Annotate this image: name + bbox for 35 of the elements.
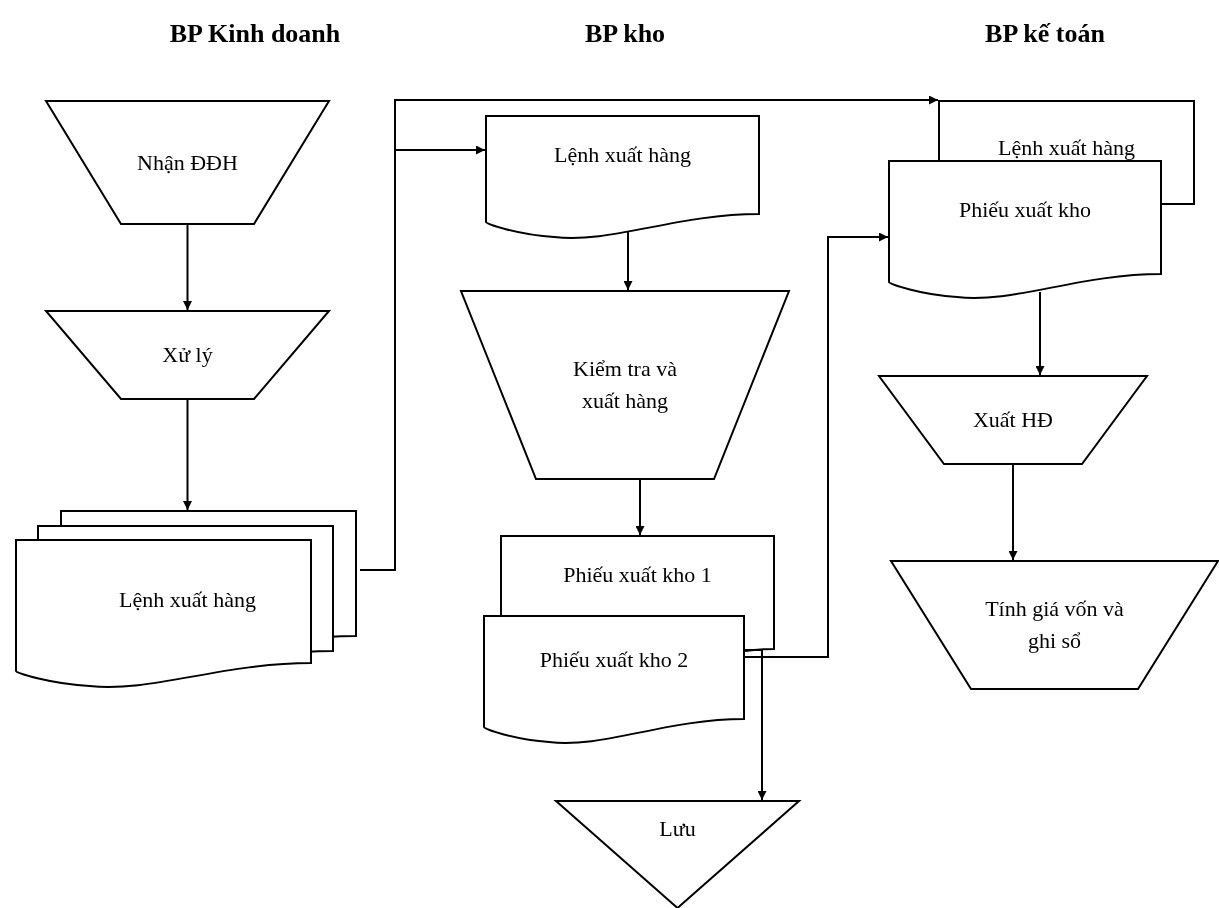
manual-operation-shape bbox=[45, 310, 330, 400]
arrow bbox=[623, 231, 633, 291]
arrow bbox=[1035, 291, 1045, 376]
lane-heading: BP kho bbox=[584, 18, 666, 50]
document-shape bbox=[888, 160, 1162, 300]
node-label: Phiếu xuất kho 1 bbox=[563, 561, 712, 590]
node-label: Lệnh xuất hàng bbox=[119, 586, 256, 615]
manual-operation-shape bbox=[878, 375, 1148, 465]
node-label: Lệnh xuất hàng bbox=[998, 133, 1135, 162]
node-label: Kiểm tra và xuất hàng bbox=[572, 355, 678, 415]
node-label: Phiếu xuất kho 2 bbox=[539, 646, 689, 675]
node-label: Phiếu xuất kho bbox=[959, 196, 1091, 225]
lane-heading: BP kế toán bbox=[985, 18, 1105, 50]
node-label: Lưu bbox=[659, 815, 696, 844]
node-label: Xử lý bbox=[162, 341, 213, 370]
node-label: Nhận ĐĐH bbox=[137, 148, 238, 177]
arrow bbox=[635, 479, 645, 536]
node-label: Tính giá vốn và ghi sổ bbox=[984, 595, 1125, 655]
manual-operation-shape bbox=[45, 100, 330, 225]
node-label: Xuất HĐ bbox=[972, 406, 1053, 435]
manual-operation-shape bbox=[460, 290, 790, 480]
document-shape bbox=[485, 115, 760, 240]
storage-triangle bbox=[555, 800, 800, 908]
manual-operation-shape bbox=[890, 560, 1219, 690]
arrow bbox=[359, 95, 939, 571]
multi-document-shape bbox=[15, 510, 360, 690]
arrow bbox=[183, 399, 192, 511]
lane-heading: BP Kinh doanh bbox=[169, 18, 341, 50]
arrow bbox=[744, 649, 767, 801]
arrow bbox=[744, 232, 889, 658]
arrow bbox=[183, 224, 192, 311]
document-shape bbox=[483, 615, 745, 745]
document-shape bbox=[500, 535, 775, 615]
arrow bbox=[1008, 464, 1018, 561]
node-label: Lệnh xuất hàng bbox=[554, 141, 691, 170]
